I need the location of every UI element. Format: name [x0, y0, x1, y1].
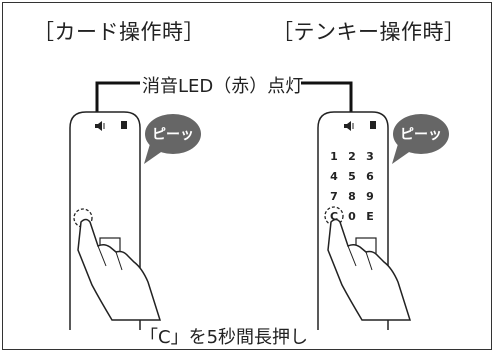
card-device — [69, 111, 162, 330]
battery-icon — [121, 121, 127, 129]
key-0: 0 — [348, 210, 356, 223]
key-e: E — [366, 210, 374, 223]
keypad-device: 1 2 3 4 5 6 7 8 9 C 0 E — [317, 111, 412, 330]
key-3: 3 — [366, 150, 374, 163]
heading-keypad-operation: ［テンキー操作時］ — [272, 20, 466, 44]
led-callout-lines — [95, 81, 353, 116]
speaker-icon — [95, 121, 105, 131]
instruction-caption: 「C」を5秒間長押し — [140, 327, 309, 348]
c-key-dashed-circle — [73, 208, 93, 228]
key-7: 7 — [330, 190, 338, 203]
key-1: 1 — [330, 150, 338, 163]
key-5: 5 — [348, 170, 356, 183]
key-c: C — [330, 210, 338, 223]
c-key-dashed-circle — [324, 206, 344, 226]
speaker-icon — [344, 121, 354, 131]
beep-text-card: ピーッ — [152, 127, 194, 143]
hand-pressing — [77, 218, 162, 321]
led-indicator-label: 消音LED（赤）点灯 — [142, 76, 304, 97]
battery-icon — [370, 121, 376, 129]
beep-text-keypad: ピーッ — [400, 127, 442, 143]
beep-bubble-card: ピーッ — [144, 114, 201, 164]
key-9: 9 — [366, 190, 374, 203]
hand-pressing — [327, 218, 412, 321]
key-4: 4 — [330, 170, 338, 183]
key-6: 6 — [366, 170, 374, 183]
key-2: 2 — [348, 150, 356, 163]
heading-card-operation: ［カード操作時］ — [33, 20, 205, 44]
key-8: 8 — [348, 190, 356, 203]
beep-bubble-keypad: ピーッ — [392, 114, 449, 164]
